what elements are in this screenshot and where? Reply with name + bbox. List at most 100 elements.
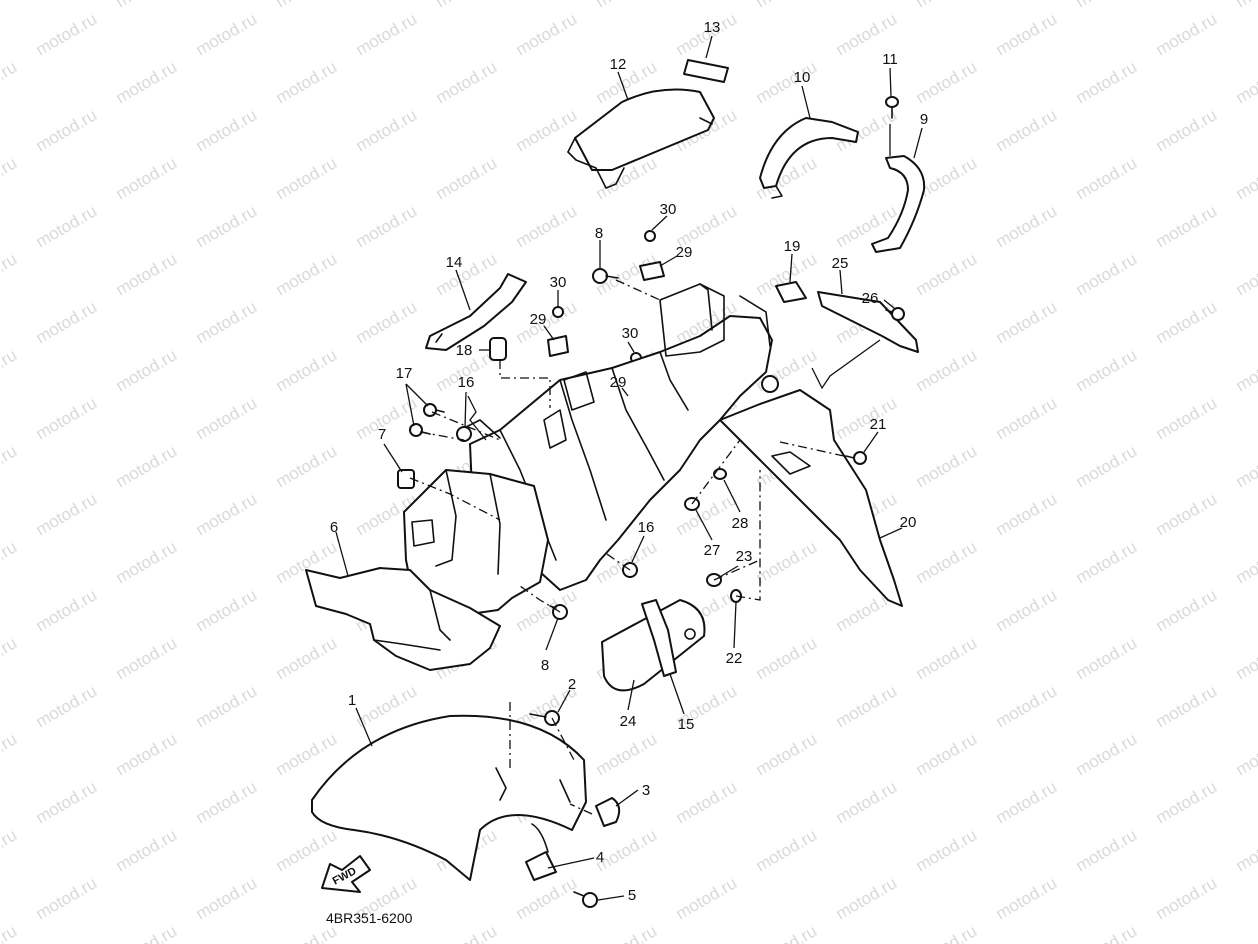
callout-30-b: 30 [550,274,567,291]
watermark-text: motod.ru [993,681,1061,731]
watermark-text: motod.ru [993,393,1061,443]
callout-8-top: 8 [595,225,603,242]
watermark-text: motod.ru [993,585,1061,635]
watermark-text: motod.ru [593,729,661,779]
watermark-text: motod.ru [1233,921,1258,944]
watermark-text: motod.ru [1233,57,1258,107]
watermark-text: motod.ru [1073,0,1141,11]
watermark-text: motod.ru [753,729,821,779]
callout-18: 18 [456,342,473,359]
watermark-text: motod.ru [273,345,341,395]
watermark-text: motod.ru [993,873,1061,923]
watermark-text: motod.ru [113,0,181,11]
watermark-text: motod.ru [193,105,261,155]
watermark-text: motod.ru [913,537,981,587]
diagram-code: 4BR351-6200 [326,910,413,926]
watermark-text: motod.ru [833,777,901,827]
watermark-text: motod.ru [353,201,421,251]
watermark-text: motod.ru [513,201,581,251]
watermark-text: motod.ru [513,873,581,923]
watermark-text: motod.ru [273,0,341,11]
watermark-text: motod.ru [1073,825,1141,875]
watermark-text: motod.ru [193,393,261,443]
watermark-text: motod.ru [33,777,101,827]
watermark-text: motod.ru [993,777,1061,827]
watermark-text: motod.ru [113,633,181,683]
watermark-text: motod.ru [113,441,181,491]
watermark-text: motod.ru [1233,249,1258,299]
part-29-clamp-b [547,335,569,357]
watermark-text: motod.ru [1233,729,1258,779]
watermark-text: motod.ru [1073,633,1141,683]
part-8-bolt-top [592,268,619,284]
zigzag-connectors [467,339,881,441]
part-18-clip [489,337,507,361]
watermark-text: motod.ru [33,393,101,443]
watermark-text: motod.ru [993,105,1061,155]
watermark-text: motod.ru [833,873,901,923]
watermark-text: motod.ru [753,0,821,11]
watermark-text: motod.ru [1153,681,1221,731]
callout-5: 5 [628,887,636,904]
watermark-text: motod.ru [1073,345,1141,395]
watermark-text: motod.ru [913,825,981,875]
watermark-text: motod.ru [0,537,20,587]
watermark-text: motod.ru [1153,9,1221,59]
part-26-bolt [885,307,905,321]
watermark-text: motod.ru [1153,105,1221,155]
watermark-text: motod.ru [1153,297,1221,347]
part-11-bolt [885,96,899,119]
watermark-text: motod.ru [0,153,20,203]
callout-24: 24 [620,713,637,730]
watermark-text: motod.ru [1073,153,1141,203]
part-10-grab-handle [759,117,859,199]
part-15-band [641,599,677,677]
watermark-text: motod.ru [193,873,261,923]
watermark-text: motod.ru [1153,489,1221,539]
callout-27: 27 [704,542,721,559]
watermark-text: motod.ru [1153,777,1221,827]
callout-28: 28 [732,515,749,532]
watermark-text: motod.ru [33,201,101,251]
watermark-text: motod.ru [1073,57,1141,107]
watermark-text: motod.ru [833,681,901,731]
callout-25: 25 [832,255,849,272]
watermark-text: motod.ru [0,345,20,395]
callout-29-b: 29 [530,311,547,328]
callout-2: 2 [568,676,576,693]
part-4-hose-guide [525,823,557,881]
callout-26: 26 [862,290,879,307]
watermark-text: motod.ru [1233,153,1258,203]
part-19-rubber-block [775,281,807,303]
watermark-text: motod.ru [1233,441,1258,491]
callout-20: 20 [900,514,917,531]
part-1-front-fender [311,714,587,881]
watermark-text: motod.ru [1073,729,1141,779]
watermark-text: motod.ru [913,345,981,395]
watermark-text: motod.ru [913,57,981,107]
callout-19: 19 [784,238,801,255]
callout-16-a: 16 [458,374,475,391]
watermark-text: motod.ru [353,393,421,443]
watermark-text: motod.ru [1073,249,1141,299]
watermark-text: motod.ru [353,9,421,59]
part-5-screw [573,891,598,908]
watermark-text: motod.ru [993,489,1061,539]
watermark-text: motod.ru [433,921,501,944]
watermark-text: motod.ru [833,393,901,443]
part-14-bracket [425,273,527,351]
callout-13: 13 [704,19,721,36]
part-tray-box [403,469,549,619]
watermark-text: motod.ru [193,681,261,731]
watermark-text: motod.ru [33,105,101,155]
watermark-text: motod.ru [1153,585,1221,635]
callout-9: 9 [920,111,928,128]
watermark-text: motod.ru [593,921,661,944]
watermark-text: motod.ru [33,585,101,635]
watermark-text: motod.ru [273,249,341,299]
watermark-text: motod.ru [1233,345,1258,395]
watermark-text: motod.ru [1233,825,1258,875]
callout-23: 23 [736,548,753,565]
part-30-bolt-a [644,230,656,242]
